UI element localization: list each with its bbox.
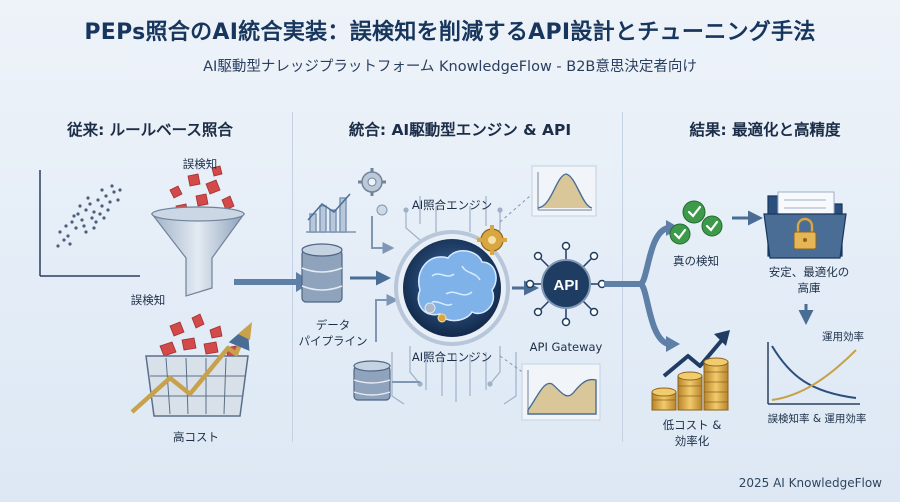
high-cost-label: 高コスト	[173, 430, 219, 444]
true-detection-check-icons	[669, 200, 723, 245]
scatter-plot-icon	[39, 170, 140, 277]
gear-icon	[358, 168, 386, 196]
bar-chart-icon	[306, 193, 356, 233]
page-title: PEPs照合のAI統合実装：誤検知を削減するAPI設計とチューニング手法	[84, 20, 816, 45]
low-cost-label-line1: 低コスト &	[662, 418, 722, 432]
small-gear-icon	[376, 204, 388, 216]
low-cost-label-line2: 効率化	[674, 433, 710, 448]
brain-small-gears-icon	[424, 302, 447, 323]
distribution-chart-bottom-icon	[521, 363, 601, 421]
database-icon	[301, 243, 343, 303]
api-node-icon	[525, 241, 607, 327]
branch-arrows	[604, 225, 670, 347]
divider-right	[622, 112, 623, 442]
distribution-chart-top-icon	[531, 165, 597, 217]
stable-optimized-label-line1: 安定、最適化の	[768, 265, 850, 279]
rising-trend-arrow-icon	[662, 330, 730, 378]
page-subtitle: AI駆動型ナレッジプラットフォーム KnowledgeFlow - B2B意思決…	[203, 59, 697, 75]
divider-left	[292, 112, 293, 442]
gold-gear-icon	[477, 225, 507, 255]
false-positive-label-top: 誤検知	[182, 157, 218, 171]
section-heading-result: 結果: 最適化と高精度	[689, 121, 841, 139]
leader-lines	[499, 195, 531, 377]
database-secondary-icon	[353, 360, 391, 401]
funnel-icon	[150, 206, 246, 297]
coin-stacks-icon	[651, 357, 729, 411]
footer-copyright: 2025 AI KnowledgeFlow	[738, 476, 882, 490]
high-cost-basket-icon	[130, 313, 252, 417]
ai-brain-icon	[394, 230, 510, 346]
data-pipeline-label-line1: データ	[315, 318, 351, 332]
tradeoff-label: 誤検知率 & 運用効率	[767, 413, 867, 425]
lock-icon	[793, 217, 817, 250]
data-pipeline-label: データ パイプライン	[288, 318, 378, 349]
stable-optimized-label-line2: 高庫	[797, 280, 821, 295]
ai-engine-label-bottom: AI照合エンジン	[411, 350, 493, 364]
false-positive-label-mid: 誤検知	[130, 293, 166, 307]
low-cost-label: 低コスト & 効率化	[652, 418, 732, 449]
efficiency-tradeoff-chart-icon	[767, 342, 860, 405]
section-heading-legacy: 従来: ルールベース照合	[67, 121, 233, 139]
ai-engine-label-top: AI照合エンジン	[411, 198, 493, 212]
api-gateway-label: API Gateway	[529, 340, 603, 354]
operational-efficiency-label: 運用効率	[822, 331, 864, 343]
stable-optimized-label: 安定、最適化の 高庫	[754, 265, 864, 296]
api-badge-label: API	[553, 277, 578, 294]
true-detection-label: 真の検知	[673, 254, 719, 268]
section-heading-integration: 統合: AI駆動型エンジン & API	[348, 121, 572, 139]
data-pipeline-label-line2: パイプライン	[298, 333, 368, 348]
secure-folder-icon	[763, 191, 847, 259]
